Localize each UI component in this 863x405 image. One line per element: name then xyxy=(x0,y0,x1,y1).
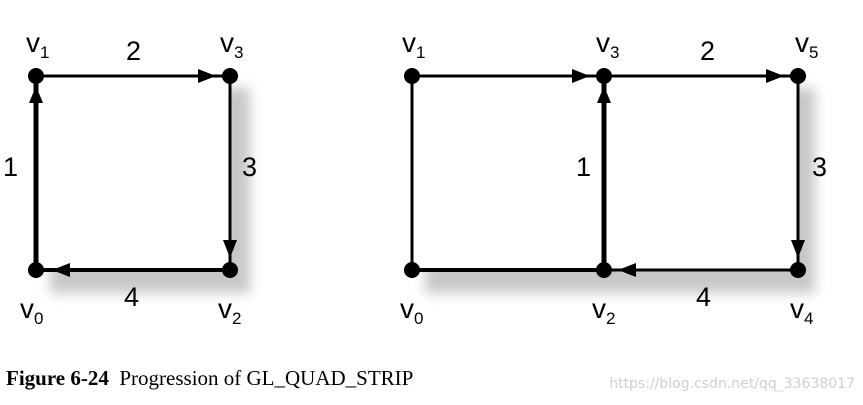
figure-caption: Figure 6-24 Progression of GL_QUAD_STRIP xyxy=(6,366,413,391)
vertex-label: v3 xyxy=(220,27,243,62)
watermark: https://blog.csdn.net/qq_33638017 xyxy=(609,376,855,392)
right-quad-strip: v1 v3 v5 v0 v2 v4 2 1 3 4 xyxy=(400,27,827,328)
vertex-v1 xyxy=(404,68,420,84)
vertex-label: v0 xyxy=(400,293,423,328)
figure-caption-text: Progression of GL_QUAD_STRIP xyxy=(119,366,414,390)
vertex-label: v5 xyxy=(795,27,818,62)
vertex-label: v2 xyxy=(218,293,241,328)
arrow-head-right xyxy=(766,69,784,83)
arrow-head-left xyxy=(52,263,70,277)
vertex-label: v1 xyxy=(26,27,49,62)
arrow-head-down xyxy=(791,240,805,258)
edge-label: 3 xyxy=(242,152,257,182)
vertex-v3 xyxy=(596,68,612,84)
edge-label: 1 xyxy=(3,152,18,182)
vertex-v0 xyxy=(404,262,420,278)
vertex-v1 xyxy=(28,68,44,84)
vertex-v5 xyxy=(790,68,806,84)
edge-label: 3 xyxy=(812,152,827,182)
edge-label: 4 xyxy=(124,282,139,312)
vertex-label: v3 xyxy=(596,27,619,62)
edge-label: 2 xyxy=(700,36,715,66)
vertex-v2 xyxy=(596,262,612,278)
vertex-v2 xyxy=(222,262,238,278)
vertex-label: v0 xyxy=(20,293,43,328)
vertex-label: v2 xyxy=(592,293,615,328)
arrow-head-right xyxy=(572,69,590,83)
edge-label: 4 xyxy=(696,282,711,312)
arrow-head-down xyxy=(223,240,237,258)
figure-number: Figure 6-24 xyxy=(6,366,109,390)
arrow-head-left xyxy=(618,263,636,277)
arrow-head-up xyxy=(29,86,43,103)
arrow-head-up xyxy=(597,86,611,103)
vertex-v0 xyxy=(28,262,44,278)
edge-label: 1 xyxy=(576,152,591,182)
arrow-head-right xyxy=(198,69,216,83)
left-quad-face xyxy=(36,76,230,270)
vertex-label: v1 xyxy=(402,27,425,62)
vertex-label: v4 xyxy=(790,293,813,328)
edge-label: 2 xyxy=(126,36,141,66)
vertex-v4 xyxy=(790,262,806,278)
left-quad: v1 v3 v0 v2 2 1 3 4 xyxy=(3,27,257,328)
vertex-v3 xyxy=(222,68,238,84)
